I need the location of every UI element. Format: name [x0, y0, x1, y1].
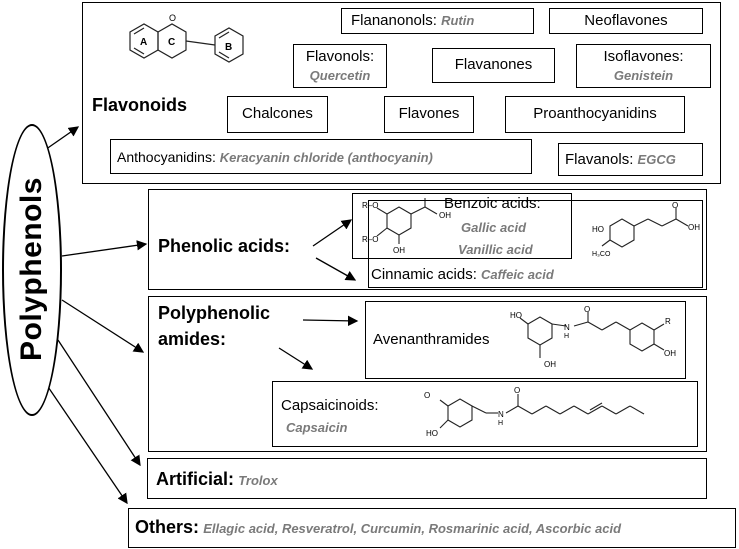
polyphenols-ellipse — [2, 124, 62, 416]
flavanonols-example: Rutin — [441, 13, 475, 28]
ring-c-label: C — [168, 37, 175, 48]
arrow-to-others — [41, 377, 128, 505]
others-heading: Others: — [135, 517, 200, 537]
avenanthramide-r: R — [665, 317, 671, 326]
benzoic-oh: OH — [393, 246, 405, 255]
flavanols-name: Flavanols: — [565, 151, 634, 168]
cinnamic-acids-name: Cinnamic acids: — [371, 266, 477, 283]
benzoic-acid-oh: OH — [439, 211, 451, 220]
polyphenols-label: Polyphenols — [15, 177, 48, 361]
benzoic-r-o-bottom: R–O — [362, 235, 378, 244]
avenanthramide-h: H — [564, 333, 569, 340]
capsaicin-structure: O HO N H O — [424, 386, 645, 438]
phenolic-acids-box — [148, 189, 707, 290]
arrow-to-artificial — [57, 339, 141, 467]
neoflavones-box — [549, 8, 703, 34]
cinnamic-acids-example: Caffeic acid — [481, 267, 554, 282]
isoflavones-box — [576, 44, 711, 88]
others-label: Others: Ellagic acid, Resveratrol, Curcu… — [135, 518, 621, 538]
avenanthramide-oh-right: OH — [664, 349, 676, 358]
isoflavones-example: Genistein — [613, 68, 674, 83]
anthocyanidins-label: Anthocyanidins: Keracyanin chloride (ant… — [117, 148, 433, 167]
flavonoids-box — [82, 2, 721, 184]
caffeic-ho: HO — [592, 225, 604, 234]
capsaicin-n: N — [498, 410, 504, 419]
caffeic-o: O — [672, 202, 678, 210]
others-examples: Ellagic acid, Resveratrol, Curcumin, Ros… — [203, 521, 622, 536]
artificial-label: Artificial: Trolox — [156, 470, 278, 490]
neoflavones-label: Neoflavones — [584, 12, 668, 29]
caffeic-acid-structure: HO H₃CO O OH — [592, 202, 700, 258]
polyphenolic-amides-heading-line2: amides: — [158, 329, 227, 349]
flavanonols-label: Flananonols: Rutin — [351, 12, 474, 30]
flavanols-box — [558, 143, 703, 176]
caffeic-h3co: H₃CO — [592, 251, 611, 258]
artificial-box — [147, 458, 707, 499]
anthocyanidins-example: Keracyanin chloride (anthocyanin) — [219, 150, 433, 165]
avenanthramide-oh-bottom: OH — [544, 360, 556, 369]
flavonoid-core-structure: A C B O — [129, 13, 244, 63]
flavanones-label: Flavanones — [454, 56, 533, 73]
arrow-to-phenolic-acids — [61, 240, 148, 257]
phenolic-acids-heading: Phenolic acids: — [158, 236, 291, 256]
polyphenolic-amides-heading-line1: Polyphenolic — [158, 303, 271, 323]
arrow-to-polyphenolic-amides — [61, 299, 145, 353]
flavones-box — [384, 96, 474, 133]
chalcones-label: Chalcones — [242, 105, 313, 122]
arrow-to-cinnamic — [315, 257, 357, 281]
anthocyanidins-name: Anthocyanidins: — [117, 149, 216, 165]
artificial-heading: Artificial: — [156, 469, 235, 489]
others-box — [128, 508, 736, 548]
flavones-label: Flavones — [398, 105, 460, 122]
benzoic-example-gallic: Gallic acid — [461, 220, 527, 235]
benzoic-acids-name: Benzoic acids: — [444, 195, 541, 212]
benzoic-example-vanillic: Vanillic acid — [458, 242, 533, 257]
arrow-to-avenanthramides — [302, 315, 359, 327]
flavonols-name: Flavonols: — [305, 48, 375, 65]
artificial-example: Trolox — [238, 473, 278, 488]
proanthocyanidins-label: Proanthocyanidins — [533, 105, 657, 122]
benzoic-acids-box — [352, 193, 572, 259]
avenanthramide-structure: HO N H O OH R OH — [510, 305, 676, 369]
avenanthramide-o: O — [584, 305, 590, 314]
cinnamic-acids-label: Cinnamic acids: Caffeic acid — [371, 266, 554, 284]
ring-oxygen-label: O — [169, 13, 176, 23]
arrow-to-benzoic — [312, 219, 353, 247]
proanthocyanidins-box — [505, 96, 685, 133]
benzoic-acid-structure: R–O R–O OH OH — [362, 198, 451, 255]
isoflavones-name: Isoflavones: — [603, 48, 684, 65]
avenanthramide-n: N — [564, 323, 570, 332]
capsaicin-h: H — [498, 420, 503, 427]
polyphenolic-amides-box — [148, 296, 707, 452]
capsaicinoids-box — [272, 381, 698, 447]
avenanthramides-box — [365, 301, 686, 379]
flavonoids-heading: Flavonoids — [92, 95, 188, 115]
capsaicin-ho: HO — [426, 429, 438, 438]
ring-b-label: B — [225, 42, 232, 53]
flavanonols-name: Flananonols: — [351, 12, 437, 29]
avenanthramides-label: Avenanthramides — [373, 331, 490, 348]
cinnamic-acids-box — [368, 200, 703, 288]
caffeic-oh: OH — [688, 223, 700, 232]
flavanonols-box — [341, 8, 534, 34]
flavonols-example: Quercetin — [309, 68, 371, 83]
arrow-to-capsaicinoids — [278, 347, 314, 370]
capsaicinoids-name: Capsaicinoids: — [281, 397, 379, 414]
benzoic-r-o-top: R–O — [362, 201, 378, 210]
flavanols-example: EGCG — [637, 152, 676, 167]
capsaicinoids-example: Capsaicin — [286, 420, 348, 435]
flavonols-box — [293, 44, 387, 88]
anthocyanidins-box — [110, 139, 532, 174]
flavanones-box — [432, 48, 555, 83]
flavanols-label: Flavanols: EGCG — [565, 151, 676, 169]
capsaicin-o-methoxy: O — [424, 391, 430, 400]
ring-a-label: A — [140, 37, 147, 48]
chalcones-box — [227, 96, 328, 133]
capsaicin-o: O — [514, 386, 520, 395]
avenanthramide-ho: HO — [510, 311, 522, 320]
